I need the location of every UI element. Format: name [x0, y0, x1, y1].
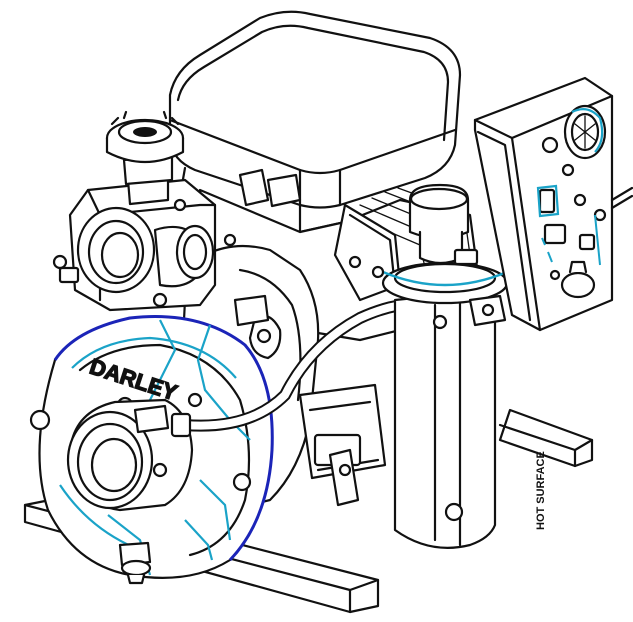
priming-valve [105, 110, 185, 206]
hardware-details [223, 233, 507, 477]
engine-top-cover [168, 10, 462, 234]
tank-warning-label: HOT SURFACE [535, 451, 547, 530]
filter-cap [408, 183, 479, 266]
control-panel [473, 76, 633, 332]
drain-plug [118, 541, 152, 585]
discharge-manifold [52, 178, 217, 312]
primer-hose [170, 298, 426, 438]
suction-port [66, 398, 194, 512]
vertical-tank: HOT SURFACE [381, 261, 547, 549]
